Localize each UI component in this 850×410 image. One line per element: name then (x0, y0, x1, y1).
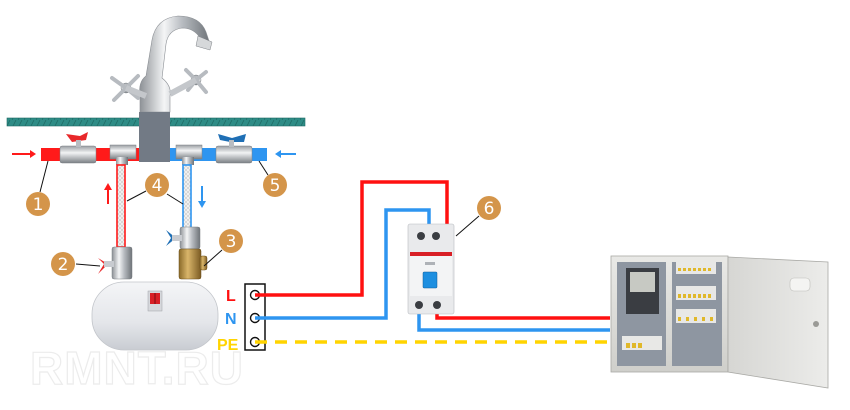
faucet (110, 15, 213, 113)
door-window (789, 277, 811, 292)
faucet-spout-tip (195, 35, 213, 51)
badge-number: 3 (226, 232, 237, 252)
cold-inlet-valve-body (179, 226, 201, 250)
cold-inlet-valve-handle-icon (166, 230, 176, 246)
hot-outlet-valve-body (111, 246, 133, 280)
door-lock-icon[interactable] (813, 321, 819, 327)
heater-housing (91, 281, 219, 351)
water-heater (91, 281, 219, 351)
cold-water-supply (170, 134, 296, 165)
valve-stem (229, 140, 234, 147)
wire-label-l: L (226, 288, 236, 305)
badge-number: 6 (484, 199, 495, 219)
badge-circle (145, 173, 169, 197)
badge-circle (26, 192, 50, 216)
leader-6 (455, 215, 480, 237)
cold-handle-icon (168, 68, 208, 97)
heater-hot-valve (98, 246, 133, 280)
callout-badge-6: 6 (477, 196, 501, 220)
hot-flow-arrow-icon (30, 150, 36, 158)
strainer-cap (199, 255, 208, 271)
hot-handle-icon (110, 74, 148, 102)
callout-leaders (39, 160, 480, 267)
leader-4a (126, 190, 147, 202)
callout-badge-2: 2 (51, 252, 75, 276)
mixer-mount (139, 112, 170, 162)
valve-stem (104, 261, 114, 267)
heater-cold-valve (166, 226, 208, 280)
hot-flexible-hose (116, 164, 126, 248)
phase-wire-rcd-to-panel (435, 306, 610, 320)
rcd-top-screw-icon (432, 232, 440, 240)
hot-ball-valve (59, 145, 97, 164)
rcd-device (407, 223, 455, 315)
cold-flexible-hose (182, 164, 192, 230)
hot-tee-fitting (109, 144, 137, 160)
callout-badge-1: 1 (26, 192, 50, 216)
badge-circle (219, 229, 243, 253)
badge-number: 2 (58, 255, 69, 275)
cold-ball-valve (215, 145, 253, 164)
badge-circle (51, 252, 75, 276)
callout-badge-5: 5 (263, 173, 287, 197)
leader-5 (258, 160, 269, 176)
hot-outlet-valve-handle-icon (98, 258, 108, 274)
cold-flow-arrow-icon (275, 150, 281, 158)
leader-2 (75, 263, 101, 267)
leader-1 (39, 160, 49, 193)
electrical-panel (610, 255, 829, 389)
rcd-top-screw-icon (417, 232, 425, 240)
cold-tee-outlet (182, 157, 194, 165)
badge-number: 4 (152, 176, 163, 196)
phase-wire-heater-to-rcd (255, 180, 449, 297)
badge-circle (263, 173, 287, 197)
meter-display (630, 272, 655, 292)
leader-3 (203, 249, 223, 267)
rcd-bottom-screw-icon (433, 301, 441, 309)
rcd-test-button (425, 262, 435, 265)
callout-badge-4: 4 (145, 173, 169, 197)
strainer-filter (178, 248, 202, 280)
faucet-body (139, 15, 211, 113)
callout-badge-3: 3 (219, 229, 243, 253)
neutral-wire-heater-to-rcd (255, 208, 431, 320)
hot-tee-outlet (116, 157, 128, 165)
cold-tee-fitting (175, 144, 203, 160)
wire-label-pe: PE (217, 337, 239, 354)
rcd-brand-stripe (410, 252, 452, 256)
rcd-bottom-screw-icon (415, 301, 423, 309)
hot-up-arrow-icon (104, 183, 112, 190)
rcd-toggle-lever (422, 271, 438, 289)
breaker-toggles (626, 268, 713, 348)
leader-4b (166, 193, 184, 205)
badge-circle (477, 196, 501, 220)
panel-door[interactable] (727, 256, 829, 389)
badge-number: 1 (33, 195, 44, 215)
wire-label-n: N (225, 311, 237, 328)
valve-stem (172, 235, 182, 241)
valve-stem (76, 140, 81, 147)
badge-number: 5 (270, 176, 281, 196)
cold-valve-handle-icon (218, 134, 246, 142)
cold-down-arrow-icon (198, 201, 206, 208)
hot-water-supply (12, 132, 139, 165)
hot-valve-handle-icon (66, 132, 88, 142)
